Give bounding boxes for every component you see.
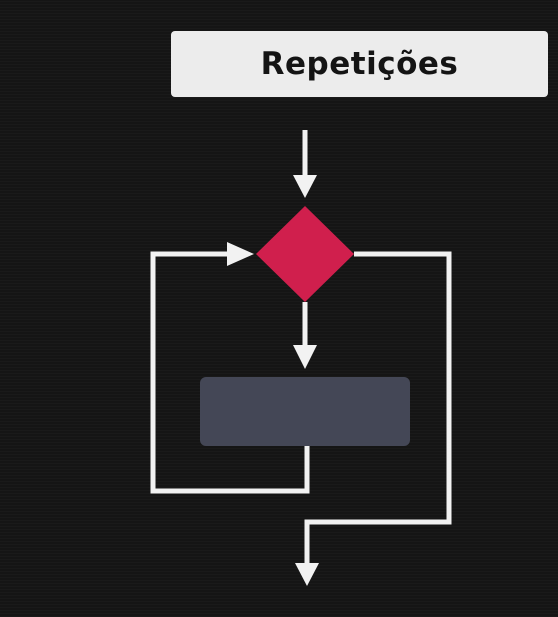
- entry-arrowhead: [293, 175, 317, 198]
- loop-arrowhead: [227, 242, 254, 266]
- page-title: Repetições: [260, 46, 459, 82]
- exit-connector: [304, 251, 452, 566]
- exit-arrowhead: [295, 563, 319, 586]
- process-arrowhead: [293, 345, 317, 369]
- loop-back-connector: [150, 251, 310, 494]
- title-box: Repetições: [171, 31, 548, 97]
- decision-diamond: [256, 206, 354, 302]
- process-box: [200, 377, 410, 446]
